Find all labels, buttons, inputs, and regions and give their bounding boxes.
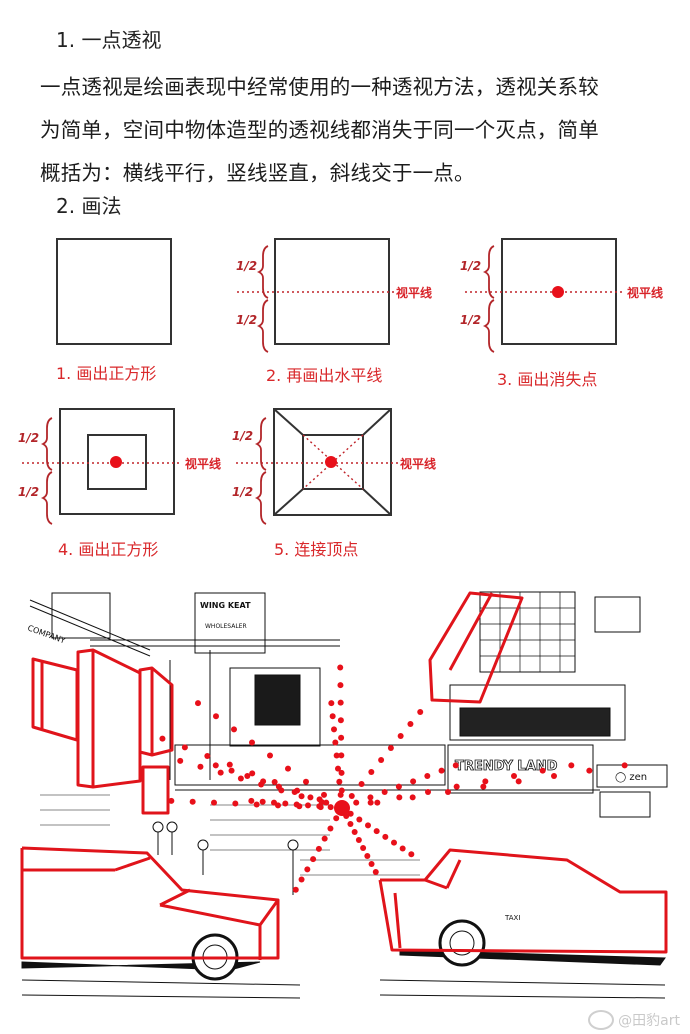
svg-text:TRENDY LAND: TRENDY LAND [455,759,558,774]
half-label: 1/2 [460,259,482,273]
section-title-one-point: 1. 一点透视 [56,28,162,52]
step3-caption: 3. 画出消失点 [497,370,598,389]
half-label: 1/2 [18,431,40,445]
horizon-label: 视平线 [400,457,437,471]
watermark-text: @田豹art [618,1013,680,1029]
step2-caption: 2. 再画出水平线 [266,366,383,385]
half-label: 1/2 [232,485,254,499]
watermark: @田豹art [588,1010,680,1030]
half-label: 1/2 [460,313,482,327]
half-label: 1/2 [236,259,258,273]
half-label: 1/2 [18,485,40,499]
half-label: 1/2 [236,313,258,327]
paragraph-line: 概括为：横线平行，竖线竖直，斜线交于一点。 [40,161,475,185]
horizon-label: 视平线 [627,286,664,300]
paragraph-line: 为简单，空间中物体造型的透视线都消失于同一个灭点，简单 [40,118,599,142]
step1-caption: 1. 画出正方形 [56,364,157,383]
svg-text:COMPANY: COMPANY [26,623,66,645]
svg-text:TAXI: TAXI [504,914,520,922]
half-label: 1/2 [232,429,254,443]
step4-caption: 4. 画出正方形 [58,540,159,559]
horizon-label: 视平线 [396,286,433,300]
weibo-logo-icon [588,1010,615,1030]
section-title-method: 2. 画法 [56,194,122,218]
paragraph-line: 一点透视是绘画表现中经常使用的一种透视方法，透视关系较 [40,75,599,99]
svg-text:◯ zen: ◯ zen [615,772,647,783]
intro-paragraph: 一点透视是绘画表现中经常使用的一种透视方法，透视关系较 为简单，空间中物体造型的… [40,66,660,195]
svg-text:WING KEAT: WING KEAT [200,601,251,610]
step5-caption: 5. 连接顶点 [274,540,359,559]
svg-text:WHOLESALER: WHOLESALER [205,623,247,630]
horizon-label: 视平线 [185,457,222,471]
